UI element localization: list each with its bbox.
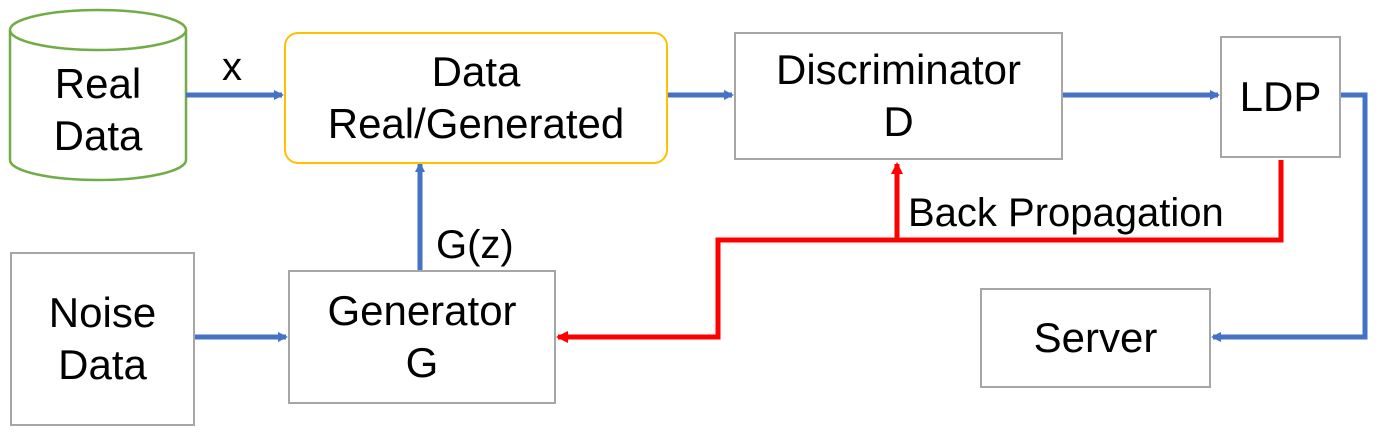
real-data-database-icon (8, 8, 188, 182)
real-data-line1: Real (54, 60, 142, 107)
noise-data-node: Noise Data (10, 252, 195, 426)
real-data-line2: Data (53, 112, 143, 159)
server-label: Server (1033, 314, 1158, 361)
edge-label-gz: G(z) (436, 223, 514, 267)
data-real-generated-node: Data Real/Generated (284, 32, 668, 164)
discriminator-line2: D (883, 98, 914, 145)
server-node: Server (980, 288, 1211, 388)
noise-data-line2: Data (58, 341, 147, 388)
backprop-to-generator-arrow (556, 160, 1284, 343)
generator-line1: Generator (327, 287, 517, 334)
edge-label-x: x (222, 45, 242, 89)
real-data-node: Real Data (10, 52, 186, 168)
generator-node: Generator G (288, 270, 556, 404)
generator-line2: G (405, 339, 439, 386)
discriminator-line1: Discriminator (775, 46, 1022, 93)
data-node-line1: Data (431, 48, 521, 95)
arrow-ldp-to-server (1211, 92, 1368, 342)
ldp-node: LDP (1220, 36, 1341, 158)
noise-data-line1: Noise (48, 289, 157, 336)
ldp-label: LDP (1239, 73, 1322, 120)
edge-label-backprop: Back Propagation (908, 191, 1224, 235)
discriminator-node: Discriminator D (734, 32, 1063, 160)
data-node-line2: Real/Generated (327, 100, 625, 147)
